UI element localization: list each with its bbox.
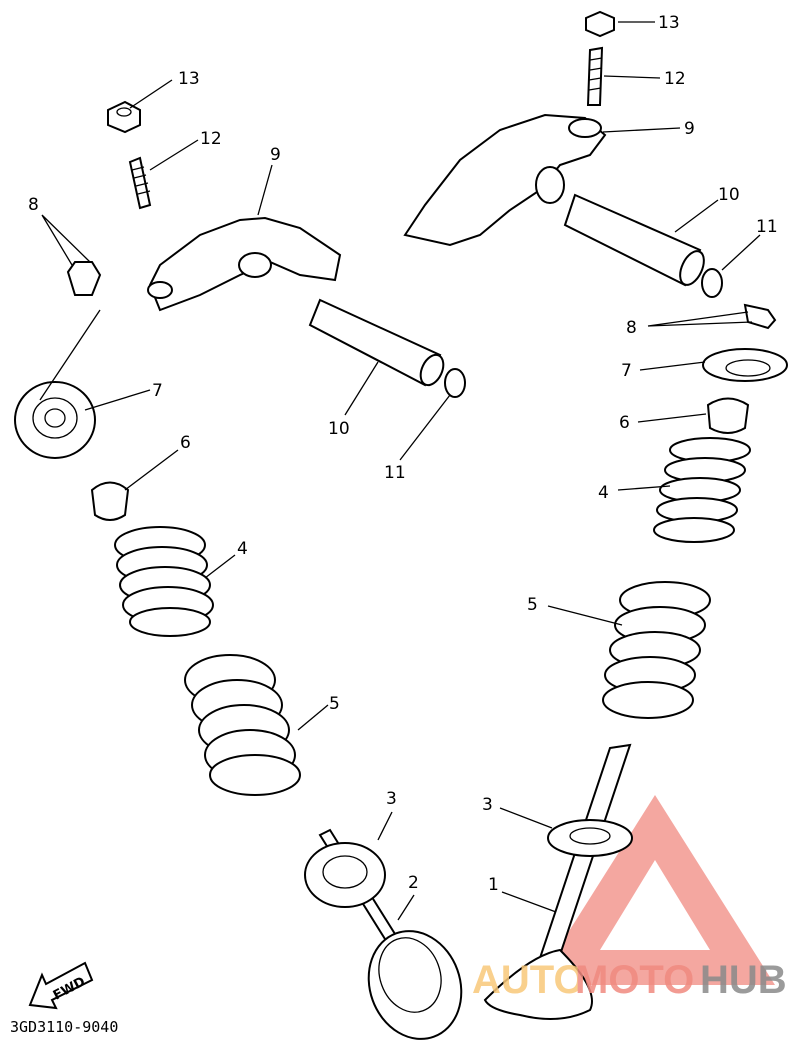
nut-right: [585, 10, 615, 38]
cotter-right: [743, 303, 777, 330]
nut-left: [107, 100, 141, 134]
label-left-5: 5: [329, 694, 340, 714]
label-right-10: 10: [718, 185, 740, 205]
rocker-arm-left: [147, 216, 342, 312]
spring-retainer-right: [702, 348, 788, 382]
label-right-8: 8: [626, 318, 637, 338]
label-left-2: 2: [408, 873, 419, 893]
valve-seat-right: [547, 819, 633, 857]
label-right-5: 5: [527, 595, 538, 615]
valve-seat-left: [304, 842, 386, 908]
stem-seal-left: [90, 481, 130, 521]
adjusting-screw-left: [128, 156, 152, 210]
inner-spring-left: [114, 526, 214, 637]
outer-spring-left: [184, 654, 301, 796]
fwd-arrow-icon: FWD: [28, 961, 94, 1010]
inner-spring-right: [653, 437, 751, 543]
label-right-12: 12: [664, 69, 686, 89]
label-left-9: 9: [270, 145, 281, 165]
outer-spring-right: [602, 581, 711, 719]
label-left-8: 8: [28, 195, 39, 215]
label-right-6: 6: [619, 413, 630, 433]
diagram-code: 3GD3110-9040: [10, 1018, 118, 1036]
label-left-12: 12: [200, 129, 222, 149]
watermark-moto: MOTO: [575, 958, 694, 1002]
rocker-shaft-left: [308, 298, 445, 387]
label-right-13: 13: [658, 13, 680, 33]
label-left-3: 3: [386, 789, 397, 809]
cotter-left: [66, 261, 102, 296]
label-right-1: 1: [488, 875, 499, 895]
label-right-4: 4: [598, 483, 609, 503]
label-left-4: 4: [237, 539, 248, 559]
label-right-9: 9: [684, 119, 695, 139]
label-left-7: 7: [152, 381, 163, 401]
o-ring-right: [701, 268, 723, 298]
spring-retainer-left: [14, 381, 96, 459]
leader-lines: [39, 21, 761, 921]
watermark-logo: [535, 795, 775, 985]
o-ring-left: [444, 368, 466, 398]
adjusting-screw-right: [586, 46, 604, 106]
label-right-7: 7: [621, 361, 632, 381]
label-left-6: 6: [180, 433, 191, 453]
label-left-13: 13: [178, 69, 200, 89]
label-left-11: 11: [384, 463, 406, 483]
watermark-auto: AUTO: [472, 958, 585, 1002]
rocker-shaft-right: [563, 193, 705, 287]
label-left-10: 10: [328, 419, 350, 439]
stem-seal-right: [706, 397, 750, 434]
rocker-arm-right: [403, 113, 607, 247]
label-right-3: 3: [482, 795, 493, 815]
watermark-text: AUTO MOTO HUB: [472, 958, 787, 1002]
label-right-11: 11: [756, 217, 778, 237]
watermark-hub: HUB: [700, 958, 787, 1002]
